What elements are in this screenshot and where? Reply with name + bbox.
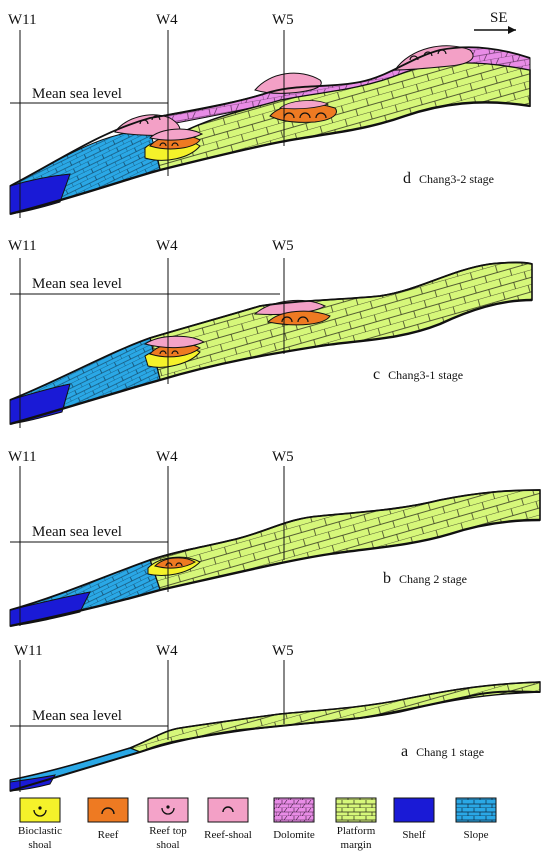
stage-d-well-label-w4: W4 [156, 12, 178, 28]
legend-label-dolomite: Dolomite [273, 829, 315, 841]
stage-d-well-label-w11: W11 [8, 12, 37, 28]
stage-b-name: Chang 2 stage [399, 572, 467, 586]
legend-item-bioclastic-shoal: Bioclastic shoal [18, 797, 62, 851]
legend: Bioclastic shoal Reef Reef top shoal Ree… [18, 797, 497, 851]
stage-b-well-label-w11: W11 [8, 449, 37, 465]
stage-b-top-line [9, 489, 541, 611]
stage-a-top-line [9, 681, 541, 781]
stage-d-section [9, 45, 531, 216]
legend-label-reef: Reef [98, 829, 119, 841]
stage-b-reef-symbols [165, 562, 183, 567]
direction-indicator: SE [474, 10, 516, 34]
direction-label: SE [490, 10, 508, 26]
stage-c-reef-top-shoal-w4 [143, 335, 206, 349]
slope-swatch [455, 797, 497, 823]
stage-d-name: Chang3-2 stage [419, 172, 494, 186]
legend-item-reef: Reef [87, 797, 129, 841]
reef-top-shoal-dot-icon [166, 805, 170, 809]
legend-label-reef-top-shoal-1: Reef top [149, 825, 187, 837]
stage-a-well-label-w11: W11 [14, 643, 43, 659]
stage-d-top-line [9, 46, 531, 187]
stage-a-well-label-w5: W5 [272, 643, 294, 659]
reef-swatch [87, 797, 129, 823]
stage-a-letter: a [401, 743, 408, 760]
stage-d-reef-shoal-center [254, 72, 322, 94]
legend-item-slope: Slope [455, 797, 497, 841]
legend-item-platform-margin: Platform margin [335, 797, 377, 851]
stage-d-base-line [9, 101, 531, 216]
reef-top-shoal-icon [161, 807, 175, 815]
stage-d-reef-shoal-left [114, 114, 181, 136]
stage-d-well-label-w5: W5 [272, 12, 294, 28]
stage-d-shelf [9, 173, 71, 215]
legend-label-reef-shoal: Reef-shoal [204, 829, 252, 841]
stage-b-well-label-w4: W4 [156, 449, 178, 465]
legend-label-bioclastic-shoal-1: Bioclastic [18, 825, 62, 837]
stage-c-mean-sea-level-label: Mean sea level [32, 276, 122, 292]
reef-arc-icon [101, 807, 115, 815]
dolomite-swatch [273, 797, 315, 823]
direction-arrow-head-icon [508, 26, 516, 34]
bioclastic-shoal-dot-icon [38, 806, 42, 810]
mean-sea-level-lines [10, 102, 280, 727]
reef-top-shoal-swatch [147, 797, 189, 823]
stage-b-well-label-w5: W5 [272, 449, 294, 465]
stage-c-well-label-w5: W5 [272, 238, 294, 254]
stage-a-section [9, 681, 541, 792]
stage-labels: d Chang3-2 stage c Chang3-1 stage b Chan… [373, 170, 494, 760]
bioclastic-shoal-icon [33, 809, 47, 817]
stage-a-well-label-w4: W4 [156, 643, 178, 659]
stage-d-mean-sea-level-label: Mean sea level [32, 86, 122, 102]
stage-b-section [9, 489, 541, 628]
stage-b-base-line [9, 518, 541, 628]
stage-a-label: a Chang 1 stage [401, 743, 484, 760]
stage-d-reef-top-shoal-w5 [278, 100, 330, 110]
stage-c-letter: c [373, 366, 380, 383]
stage-c-section [9, 261, 533, 426]
stage-c-name: Chang3-1 stage [388, 368, 463, 382]
stage-d-reef-shoal-right [394, 45, 474, 71]
legend-item-shelf: Shelf [393, 797, 435, 841]
legend-item-reef-shoal: Reef-shoal [204, 797, 252, 841]
stage-a-base-line [9, 690, 541, 792]
legend-label-platform-margin-1: Platform [337, 825, 376, 837]
stage-b-letter: b [383, 570, 391, 587]
reef-shoal-arc-icon [222, 806, 234, 813]
stage-c-well-label-w4: W4 [156, 238, 178, 254]
legend-label-shelf: Shelf [402, 829, 426, 841]
stage-c-base-line [9, 298, 533, 426]
stage-c-reef-symbols [159, 316, 309, 355]
legend-label-slope: Slope [463, 829, 488, 841]
stage-d-reef-top-shoal-w4 [148, 128, 204, 141]
stage-c-top-line [9, 261, 533, 401]
legend-label-bioclastic-shoal-2: shoal [28, 839, 51, 851]
stage-b-platform-margin [148, 489, 541, 591]
well-labels: W11 W4 W5 W11 W4 W5 W11 W4 W5 W11 W4 W5 [8, 12, 294, 659]
well-lines [19, 30, 285, 792]
legend-label-platform-margin-2: margin [341, 839, 372, 851]
stage-b-mean-sea-level-label: Mean sea level [32, 524, 122, 540]
legend-item-reef-top-shoal: Reef top shoal [147, 797, 189, 851]
stage-c-label: c Chang3-1 stage [373, 366, 463, 383]
mean-sea-level-labels: Mean sea level Mean sea level Mean sea l… [32, 86, 122, 724]
reef-shoal-swatch [207, 797, 249, 823]
legend-item-dolomite: Dolomite [273, 797, 315, 841]
stage-a-name: Chang 1 stage [416, 745, 484, 759]
stage-c-well-label-w11: W11 [8, 238, 37, 254]
stage-b-label: b Chang 2 stage [383, 570, 467, 587]
bioclastic-shoal-swatch [19, 797, 61, 823]
legend-label-reef-top-shoal-2: shoal [156, 839, 179, 851]
stage-d-label: d Chang3-2 stage [403, 170, 494, 187]
stage-a-platform-margin [128, 681, 541, 753]
platform-margin-swatch [335, 797, 377, 823]
shelf-swatch [393, 797, 435, 823]
stage-d-letter: d [403, 170, 411, 187]
stage-a-mean-sea-level-label: Mean sea level [32, 708, 122, 724]
